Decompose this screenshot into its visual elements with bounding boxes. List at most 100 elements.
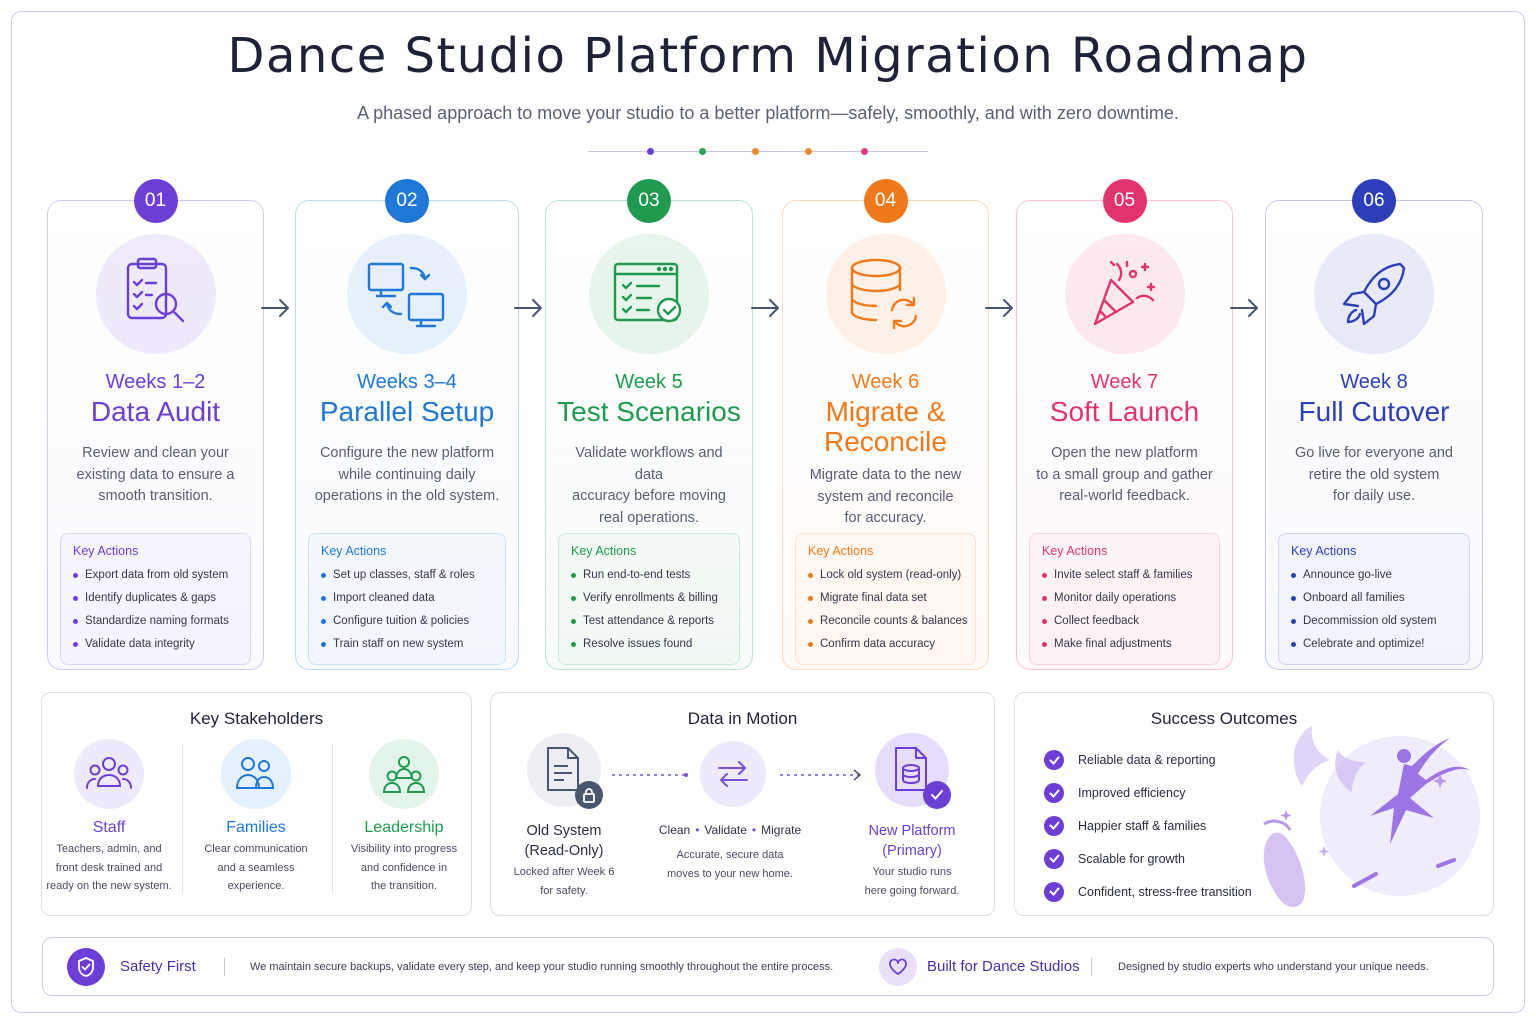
phase-number-badge: 02: [385, 179, 429, 223]
locked-document-icon: [527, 733, 603, 809]
step-validate: Validate: [704, 823, 747, 837]
action-item: Train staff on new system: [321, 633, 493, 656]
checklist-window-icon: [589, 234, 709, 354]
key-actions-heading: Key Actions: [1291, 544, 1357, 558]
action-item: Collect feedback: [1042, 610, 1207, 633]
action-item: Make final adjustments: [1042, 633, 1207, 656]
panel-heading: Success Outcomes: [1150, 709, 1298, 728]
action-item: Set up classes, staff & roles: [321, 564, 493, 587]
verified-database-icon: [875, 733, 951, 809]
panel-heading: Data in Motion: [687, 709, 798, 728]
phase-description: Configure the new platform while continu…: [314, 445, 500, 504]
shield-check-icon: [67, 948, 105, 986]
phase-timeframe: Week 5: [615, 371, 683, 393]
check-icon: [1044, 848, 1064, 869]
check-icon: [1044, 783, 1064, 804]
arrow-right-icon: [985, 299, 1013, 317]
node-label: Old System (Read-Only): [524, 823, 604, 859]
action-item: Migrate final data set: [808, 587, 963, 610]
built-for-dance-description: Designed by studio experts who understan…: [1118, 961, 1429, 973]
divider-dot: [861, 148, 868, 155]
phase-description: Open the new platform to a small group a…: [1036, 445, 1213, 504]
phase-card-data-audit: 01 Weeks 1–2 Data Audit Review and clean…: [47, 179, 264, 670]
key-actions-box: Key Actions Invite select staff & famili…: [1029, 533, 1220, 665]
action-item: Reconcile counts & balances: [808, 610, 968, 633]
node-description: Your studio runs here going forward.: [864, 866, 960, 897]
phase-timeframe: Week 7: [1090, 371, 1159, 393]
step-migrate: Migrate: [761, 823, 802, 837]
old-system-node: Old System (Read-Only) Locked after Week…: [504, 733, 624, 900]
phase-number-badge: 04: [863, 179, 908, 223]
key-actions-heading: Key Actions: [571, 544, 637, 558]
divider-dot: [647, 148, 654, 155]
arrow-right-icon: [514, 299, 542, 317]
action-item: Lock old system (read-only): [808, 564, 963, 587]
key-actions-box: Key Actions Lock old system (read-only) …: [795, 533, 976, 665]
leadership-icon: [369, 739, 439, 809]
outcome-item: Scalable for growth: [1044, 842, 1252, 875]
rocket-icon: [1314, 234, 1434, 354]
phase-timeframe: Week 6: [851, 371, 920, 393]
divider-dot: [699, 148, 706, 155]
phase-timeframe: Week 8: [1340, 371, 1408, 393]
panel-heading: Key Stakeholders: [189, 709, 324, 728]
action-item: Onboard all families: [1291, 587, 1457, 610]
key-actions-box: Key Actions Run end-to-end tests Verify …: [558, 533, 740, 665]
action-item: Resolve issues found: [571, 633, 727, 656]
key-actions-heading: Key Actions: [1042, 544, 1108, 558]
family-icon: [221, 739, 291, 809]
outcomes-list: Reliable data & reporting Improved effic…: [1044, 744, 1252, 908]
divider: [332, 743, 333, 893]
safety-title: Safety First: [120, 958, 196, 975]
phase-description: Go live for everyone and retire the old …: [1295, 445, 1453, 504]
stakeholder-label: Families: [226, 819, 286, 836]
clipboard-search-icon: [95, 234, 216, 354]
arrow-right-icon: [1230, 299, 1258, 317]
page-title: Dance Studio Platform Migration Roadmap: [227, 28, 1309, 84]
outcome-item: Confident, stress-free transition: [1044, 875, 1252, 908]
heart-icon: [879, 948, 917, 986]
action-item: Import cleaned data: [321, 587, 493, 610]
built-for-dance-title: Built for Dance Studios: [927, 958, 1080, 975]
arrow-right-icon: [751, 299, 779, 317]
database-sync-icon: [825, 234, 946, 354]
phase-name: Data Audit: [90, 396, 221, 427]
action-item: Test attendance & reports: [571, 610, 727, 633]
divider-dot: [752, 148, 759, 155]
title-divider: [588, 148, 928, 155]
stakeholder-leadership: Leadership Visibility into progress and …: [334, 739, 474, 896]
action-item: Validate data integrity: [73, 633, 238, 656]
phase-card-migrate-reconcile: 04 Week 6 Migrate & Reconcile Migrate da…: [782, 179, 989, 670]
check-icon: [1044, 750, 1064, 771]
phase-description: Migrate data to the new system and recon…: [809, 467, 962, 526]
action-item: Export data from old system: [73, 564, 238, 587]
phase-timeframe: Weeks 3–4: [357, 371, 457, 393]
divider: [182, 743, 183, 893]
phase-card-test-scenarios: 03 Week 5 Test Scenarios Validate workfl…: [545, 179, 753, 670]
stakeholder-label: Leadership: [364, 819, 444, 836]
footer-banner: Safety First We maintain secure backups,…: [42, 937, 1494, 996]
node-description: Locked after Week 6 for safety.: [513, 866, 615, 897]
arrow-right-icon: [261, 299, 289, 317]
node-label: New Platform (Primary): [868, 823, 956, 859]
page-subtitle: A phased approach to move your studio to…: [357, 103, 1179, 123]
key-actions-box: Key Actions Export data from old system …: [60, 533, 251, 665]
sync-computers-icon: [347, 234, 467, 354]
action-item: Standardize naming formats: [73, 610, 238, 633]
key-actions-heading: Key Actions: [321, 544, 387, 558]
action-item: Announce go-live: [1291, 564, 1457, 587]
flow-description: Accurate, secure data moves to your new …: [667, 849, 793, 880]
group-icon: [74, 739, 144, 809]
outcome-item: Happier staff & families: [1044, 810, 1252, 843]
exchange-node: [700, 741, 766, 807]
divider: [1091, 958, 1092, 976]
phase-card-soft-launch: 05 Week 7 Soft Launch Open the new platf…: [1016, 179, 1233, 670]
stakeholder-description: Clear communication and a seamless exper…: [204, 843, 308, 892]
outcome-item: Improved efficiency: [1044, 777, 1252, 810]
phase-card-parallel-setup: 02 Weeks 3–4 Parallel Setup Configure th…: [295, 179, 519, 670]
dotted-arrow-connector: [780, 769, 862, 781]
dotted-connector: [612, 773, 688, 777]
stakeholder-staff: Staff Teachers, admin, and front desk tr…: [39, 739, 179, 896]
party-popper-icon: [1064, 234, 1185, 354]
phase-name: Parallel Setup: [319, 396, 495, 427]
